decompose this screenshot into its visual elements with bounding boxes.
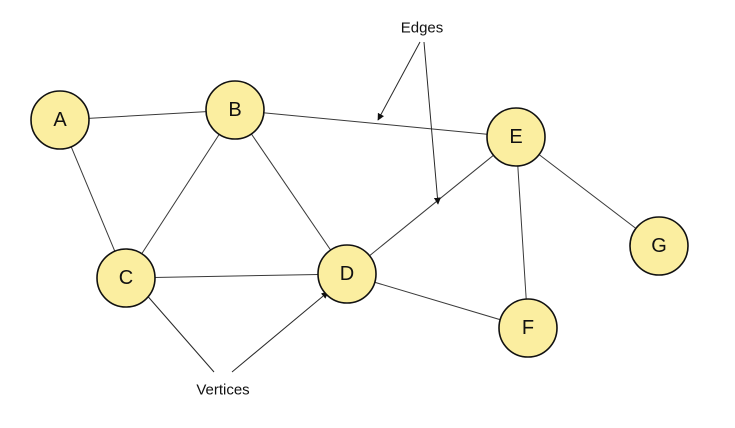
vertex-label: B (228, 99, 241, 121)
vertex-g: G (629, 216, 689, 276)
edge-b-d (234, 109, 348, 275)
edges-pointer-arrow (377, 41, 421, 121)
vertex-circle (205, 80, 265, 140)
vertex-d: D (317, 244, 377, 304)
edges-annotation-label: Edges (401, 20, 444, 37)
annotation-layer: Edges Vertices (143, 20, 444, 399)
vertex-b: B (205, 80, 265, 140)
vertex-label: G (651, 235, 667, 257)
vertex-circle (498, 298, 558, 358)
vertex-label: E (509, 126, 522, 148)
vertex-circle (96, 248, 156, 308)
vertices-annotation-label: Vertices (196, 382, 249, 399)
edge-e-g (515, 136, 660, 247)
edge-b-e (234, 109, 517, 138)
edge-d-f (346, 273, 529, 329)
vertex-circle (486, 107, 546, 167)
vertex-circle (317, 244, 377, 304)
vertex-label: F (522, 317, 534, 339)
edge-b-c (125, 109, 236, 279)
vertex-label: C (119, 267, 133, 289)
edges-pointer-arrow (423, 41, 441, 205)
vertex-f: F (498, 298, 558, 358)
vertices-pointer-arrow (143, 291, 215, 373)
edge-d-e (346, 136, 517, 275)
vertex-e: E (486, 107, 546, 167)
vertex-a: A (30, 90, 90, 150)
vertex-circle (629, 216, 689, 276)
edge-c-d (125, 273, 348, 279)
vertices-pointer-arrow (231, 291, 329, 373)
vertex-label: A (53, 109, 67, 131)
vertex-label: D (340, 263, 354, 285)
edge-e-f (515, 136, 529, 329)
vertex-circle (30, 90, 90, 150)
nodes-layer: A B C D E F G (30, 80, 689, 358)
vertex-c: C (96, 248, 156, 308)
